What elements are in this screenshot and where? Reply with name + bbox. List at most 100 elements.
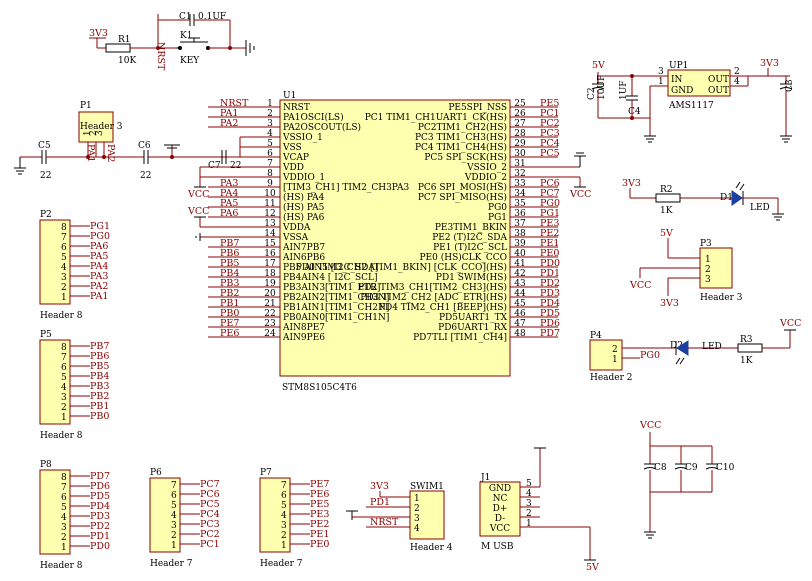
p7-net-label: PE7 <box>310 479 329 490</box>
led-d1-icon <box>731 190 743 206</box>
swim-pin-number: 3 <box>414 514 420 524</box>
u1-pin-name: (HS) PA4 <box>283 192 325 203</box>
led-d1-circuit: 3V3 R2 1K D1 LED <box>622 178 784 221</box>
p1-net-pa2: PA2 <box>105 144 116 162</box>
u1-pin-name: PC3 TIM1_CH3(HS) <box>415 132 507 143</box>
swim-pin-number: 2 <box>414 504 420 514</box>
u1-net-label: PC3 <box>540 128 560 139</box>
p7-net-label: PE3 <box>310 509 329 520</box>
p5-pin-number: 4 <box>61 383 67 393</box>
u1-pin-name: PD2 TIM3_CH1[TIM2_CH3](HS) <box>358 282 507 293</box>
swim-pd1: PD1 <box>370 497 390 508</box>
p1-ref: P1 <box>80 101 92 111</box>
p2-net-label: PA1 <box>90 291 108 302</box>
p7-pin-number: 7 <box>281 481 287 491</box>
reset-circuit: 3V3 R1 10K NRST C1 0.1UF K1 KEY <box>89 12 255 71</box>
usb-pin-number: 4 <box>526 489 532 499</box>
u1-pin-name: PD1 SWIM(HS) <box>436 272 507 283</box>
p5-pin-number: 7 <box>61 353 67 363</box>
p6-pin-number: 2 <box>171 531 177 541</box>
u1-net-label: PB3 <box>220 278 239 289</box>
u1-pin-number: 38 <box>514 229 526 239</box>
u1-pin-name: PE5SPI_NSS <box>448 103 507 113</box>
p6-pin-number: 1 <box>171 541 177 551</box>
u1-body <box>279 99 511 377</box>
swim-value: Header 4 <box>410 543 453 553</box>
u1-net-label: PD0 <box>540 258 560 269</box>
p5-pin-number: 1 <box>61 413 67 423</box>
u1-pin-number: 12 <box>264 209 275 219</box>
u1-pin-number: 24 <box>264 329 276 339</box>
u1-pin-number: 48 <box>514 329 526 339</box>
usb-value: M USB <box>481 542 514 552</box>
u1-pin-number: 35 <box>514 199 526 209</box>
c2-value: 10UF <box>597 75 607 100</box>
u1-pin-name: PC1 TIM1_CH1UART1_CK(HS) <box>365 112 507 123</box>
p8-net-label: PD4 <box>90 501 110 512</box>
u1-pin-name: PB1AIN1[TIM1_CH2N] <box>283 303 389 313</box>
u1-pin-number: 32 <box>514 169 525 179</box>
p8-pin-number: 8 <box>61 473 67 483</box>
u1-pin-number: 23 <box>264 319 276 329</box>
c3-ref: C3 <box>785 79 795 92</box>
u1-pin-name: VSSIO_1 <box>282 133 323 143</box>
u1-pin-number: 20 <box>264 289 276 299</box>
u1-pin-number: 27 <box>514 119 526 129</box>
u1-pin-number: 8 <box>267 169 273 179</box>
p8-ref: P8 <box>40 460 52 470</box>
u1-net-label: PG0 <box>540 198 560 209</box>
u1-pin-name: VDDIO_1 <box>282 173 325 183</box>
p2-pin-number: 1 <box>61 293 67 303</box>
u1-pin-name: AIN7PB7 <box>282 243 325 253</box>
p6-ref: P6 <box>150 468 162 478</box>
svg-text:1: 1 <box>705 255 711 265</box>
u1-pin-name: PC5 SPI_SCK(HS) <box>424 152 507 163</box>
p7-pin-number: 2 <box>281 531 287 541</box>
u1-pin-number: 36 <box>514 209 526 219</box>
svg-text:2: 2 <box>612 345 618 355</box>
up1-ref: UP1 <box>669 61 688 71</box>
p4-led-d2-circuit: P4 2 1 Header 2 PG0 D2 LED R3 1K VCC <box>589 318 801 383</box>
u1-pin-number: 18 <box>264 269 276 279</box>
p8-pin-number: 4 <box>61 513 67 523</box>
k1-value: KEY <box>180 56 200 66</box>
u1-pin-number: 9 <box>267 179 273 189</box>
u1-net-label: PC1 <box>540 108 560 119</box>
c10-ref: C10 <box>716 463 735 473</box>
usb-pin-number: 3 <box>526 499 532 509</box>
p7-pin-number: 3 <box>281 521 287 531</box>
p5-value: Header 8 <box>40 431 83 441</box>
p6-pin-number: 5 <box>171 501 177 511</box>
usb-pin-name: NC <box>493 494 508 504</box>
u1-pin-name: PB2AIN2[TIM1_CH3N] <box>283 293 389 303</box>
u1-pin-number: 6 <box>267 149 273 159</box>
u1-pin-name: PE3TIM1_BKIN <box>435 223 507 233</box>
p5-ref: P5 <box>40 330 52 340</box>
u1-pin-number: 17 <box>264 259 276 269</box>
p8-net-label: PD6 <box>90 481 110 492</box>
u1-net-label: PD4 <box>540 298 560 309</box>
p6-net-label: PC2 <box>200 529 220 540</box>
p8-net-label: PD7 <box>90 471 110 482</box>
p3-value: Header 3 <box>700 293 743 303</box>
r3-value: 1K <box>740 356 753 366</box>
u1-pin-number: 44 <box>514 289 526 299</box>
p1-net-pa1: PA1 <box>85 144 96 162</box>
u1-pin-number: 33 <box>514 179 526 189</box>
u1-pin-number: 40 <box>514 249 526 259</box>
vcc-label-left-2: VCC <box>187 206 209 217</box>
u1-net-label: PD7 <box>540 328 560 339</box>
p3-body <box>699 247 733 289</box>
c2-ref: C2 <box>587 87 597 100</box>
u1-net-label: PB4 <box>220 268 239 279</box>
u1-pin-number: 19 <box>264 279 276 289</box>
c8-plate-curved <box>643 467 657 470</box>
u1-net-label: PB5 <box>220 258 239 269</box>
up1-value: AMS1117 <box>668 101 714 111</box>
u1-net-label: PB1 <box>220 298 239 309</box>
p6-pin-number: 7 <box>171 481 177 491</box>
u1-pin-number: 21 <box>264 299 275 309</box>
